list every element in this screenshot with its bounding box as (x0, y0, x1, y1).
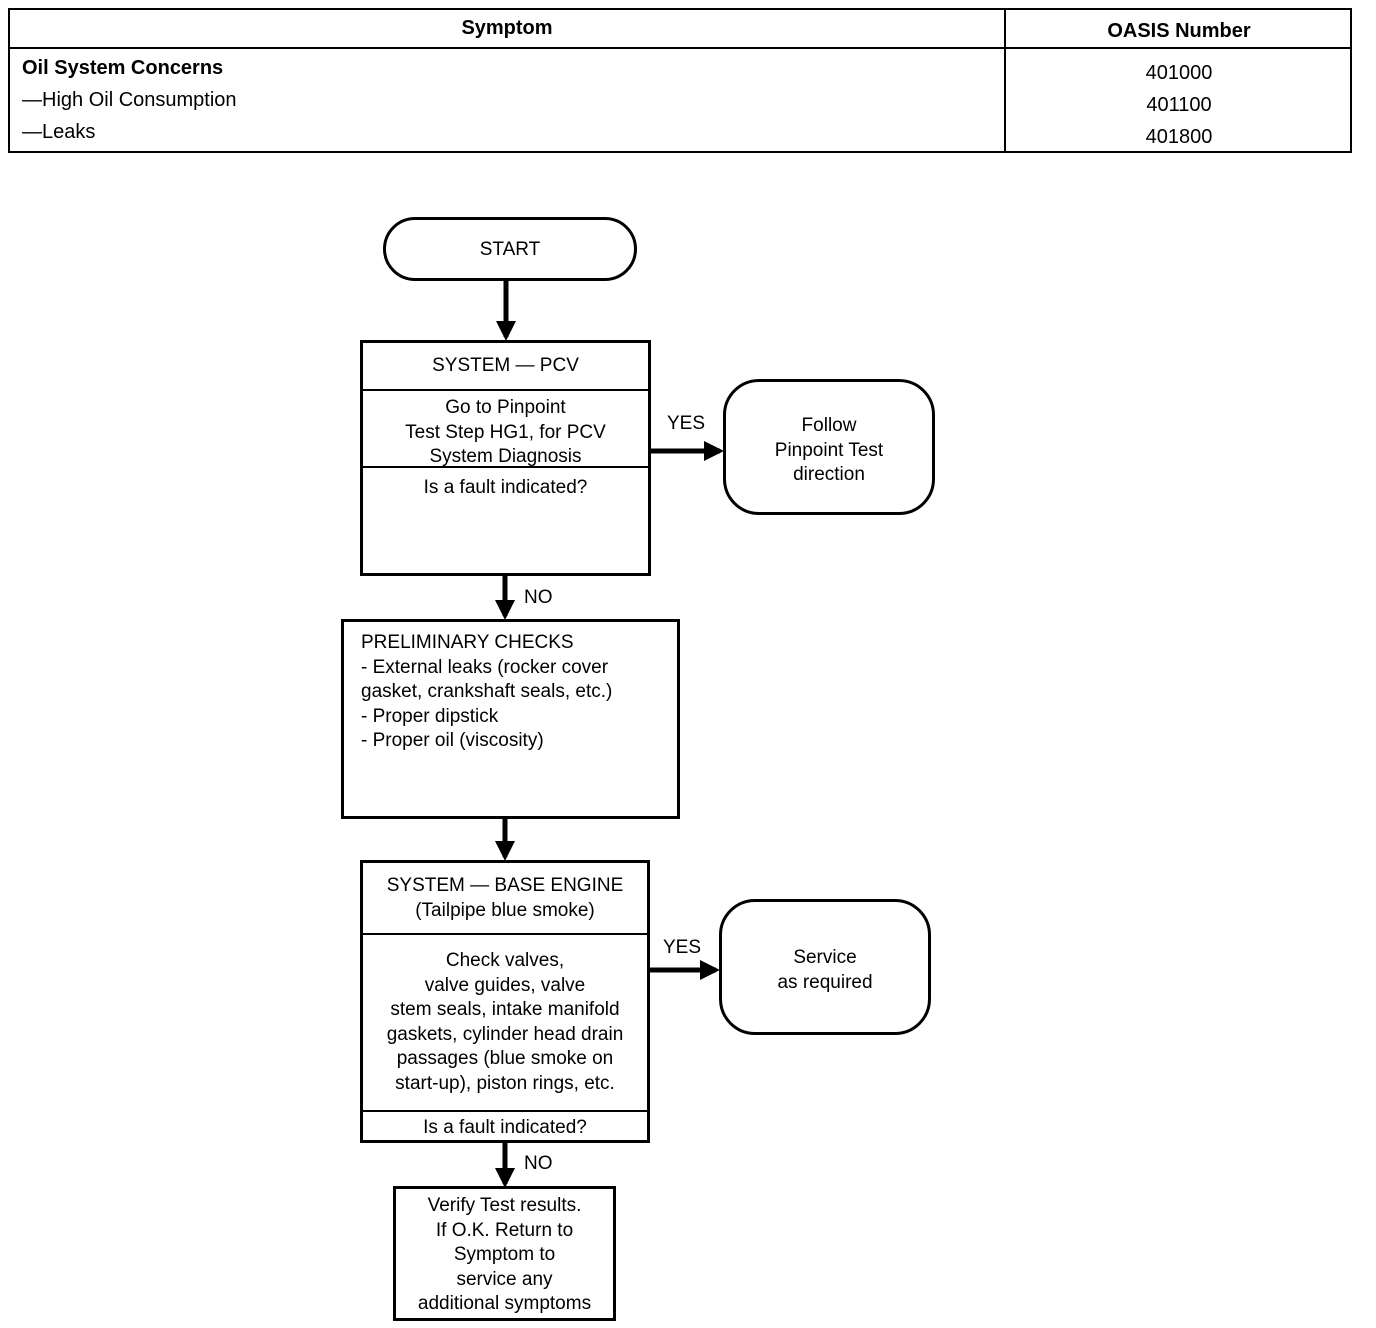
start-terminal: START (383, 217, 637, 281)
pcv-divider (363, 389, 648, 391)
pcv-divider (363, 466, 648, 468)
base-engine-divider (363, 1110, 647, 1112)
yes-label: YES (663, 937, 702, 958)
service-text: Service as required (777, 947, 873, 993)
follow-pinpoint-text: Follow Pinpoint Test direction (774, 415, 884, 485)
verify-results-box: Verify Test results. If O.K. Return to S… (393, 1186, 616, 1321)
preliminary-title: PRELIMINARY CHECKS (361, 632, 574, 653)
preliminary-item: - Proper dipstick (361, 705, 499, 727)
symptom-label: —High Oil Consumption (22, 89, 237, 111)
symptom-table: Symptom OASIS Number Oil System Concerns… (8, 8, 1352, 153)
symptom-column-header: Symptom (461, 17, 553, 39)
oasis-number: 401800 (1145, 126, 1213, 148)
follow-pinpoint-box: Follow Pinpoint Test direction (723, 379, 935, 515)
oasis-number: 401100 (1146, 94, 1212, 116)
pcv-instructions: Go to Pinpoint Test Step HG1, for PCV Sy… (405, 397, 606, 467)
symptom-label: —Leaks (22, 121, 96, 143)
no-label: NO (524, 1153, 553, 1174)
base-engine-divider (363, 933, 647, 935)
pcv-question: Is a fault indicated? (423, 477, 588, 498)
service-box: Service as required (719, 899, 931, 1035)
pcv-title: SYSTEM — PCV (432, 355, 579, 376)
verify-results-text: Verify Test results. If O.K. Return to S… (417, 1195, 592, 1314)
no-label: NO (524, 587, 553, 608)
symptom-label: Oil System Concerns (22, 57, 224, 79)
start-label: START (479, 239, 541, 260)
yes-label: YES (667, 413, 706, 434)
oasis-column-header: OASIS Number (1107, 20, 1251, 42)
pcv-system-box: SYSTEM — PCV Go to Pinpoint Test Step HG… (360, 340, 651, 576)
base-engine-title: SYSTEM — BASE ENGINE (Tailpipe blue smok… (386, 875, 624, 921)
base-engine-instructions: Check valves, valve guides, valve stem s… (386, 950, 624, 1094)
table-column-divider (1004, 10, 1006, 151)
base-engine-question: Is a fault indicated? (423, 1117, 587, 1138)
preliminary-checks-box: PRELIMINARY CHECKS - External leaks (roc… (341, 619, 680, 819)
oasis-number: 401000 (1145, 62, 1213, 84)
base-engine-box: SYSTEM — BASE ENGINE (Tailpipe blue smok… (360, 860, 650, 1143)
preliminary-item: - Proper oil (viscosity) (361, 730, 544, 751)
preliminary-item: - External leaks (rocker cover gasket, c… (361, 656, 613, 703)
table-header-divider (10, 47, 1350, 49)
